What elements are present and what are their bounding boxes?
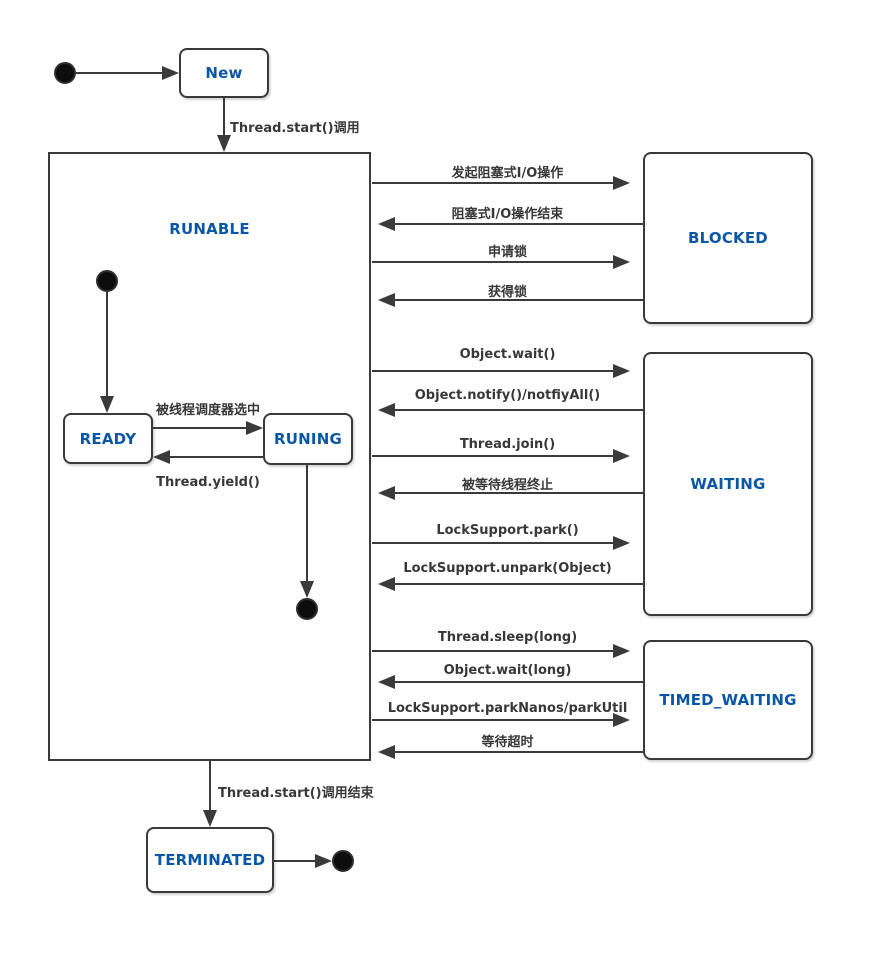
- inner-final-node-icon: [296, 598, 318, 620]
- final-node-icon: [332, 850, 354, 872]
- edge-ready-runing-line: [153, 427, 247, 429]
- edge-terminated-final-arrowhead-icon: [315, 854, 332, 868]
- edge-awaited-end-label: 被等待线程终止: [461, 478, 553, 493]
- edge-park-nanos-label: LockSupport.parkNanos/parkUtil: [387, 701, 628, 716]
- state-ready-label: READY: [79, 429, 137, 448]
- edge-runable-terminated-label: Thread.start()调用结束: [218, 786, 374, 801]
- edge-io-start-arrowhead-icon: [613, 176, 630, 190]
- state-runing-label: RUNING: [274, 430, 342, 448]
- edge-wait-line: [372, 370, 614, 372]
- state-timed-waiting-label: TIMED_WAITING: [659, 691, 797, 709]
- edge-io-end-line: [395, 223, 643, 225]
- edge-timeout-line: [395, 751, 643, 753]
- edge-io-start-label: 发起阻塞式I/O操作: [451, 166, 564, 181]
- edge-new-runable-label: Thread.start()调用: [230, 121, 360, 136]
- state-new: New: [179, 48, 269, 98]
- edge-sleep-line: [372, 650, 614, 652]
- state-new-label: New: [205, 64, 243, 82]
- edge-sleep-arrowhead-icon: [613, 644, 630, 658]
- edge-new-runable-arrowhead-icon: [217, 135, 231, 152]
- edge-runing-final-arrowhead-icon: [300, 581, 314, 598]
- edge-join-line: [372, 455, 614, 457]
- state-runable-label: RUNABLE: [169, 220, 250, 238]
- edge-wait-long-line: [395, 681, 643, 683]
- edge-notify-arrowhead-icon: [378, 403, 395, 417]
- edge-awaited-end-line: [395, 492, 643, 494]
- edge-notify-label: Object.notify()/notfiyAll(): [414, 388, 601, 403]
- edge-unpark-label: LockSupport.unpark(Object): [403, 561, 612, 576]
- edge-lock-acquire-label: 获得锁: [487, 285, 527, 300]
- state-runing: RUNING: [263, 413, 353, 465]
- edge-initial-new-line: [76, 72, 163, 74]
- edge-init-ready-line: [106, 292, 108, 396]
- edge-awaited-end-arrowhead-icon: [378, 486, 395, 500]
- edge-new-runable-line: [223, 98, 225, 136]
- edge-wait-arrowhead-icon: [613, 364, 630, 378]
- edge-wait-long-label: Object.wait(long): [443, 663, 572, 678]
- edge-unpark-line: [395, 583, 643, 585]
- edge-timeout-arrowhead-icon: [378, 745, 395, 759]
- initial-node-icon: [54, 62, 76, 84]
- edge-park-nanos-line: [372, 719, 614, 721]
- edge-io-start-line: [372, 182, 614, 184]
- edge-initial-new-arrowhead-icon: [162, 66, 179, 80]
- edge-runable-terminated-arrowhead-icon: [203, 810, 217, 827]
- edge-timeout-label: 等待超时: [481, 735, 534, 750]
- edge-park-nanos-arrowhead-icon: [613, 713, 630, 727]
- edge-wait-label: Object.wait(): [459, 347, 556, 362]
- state-terminated-label: TERMINATED: [154, 851, 266, 869]
- state-ready: READY: [63, 413, 153, 464]
- edge-lock-request-line: [372, 261, 614, 263]
- edge-terminated-final-line: [274, 860, 316, 862]
- state-blocked: BLOCKED: [643, 152, 813, 324]
- edge-lock-request-label: 申请锁: [487, 245, 527, 260]
- edge-park-arrowhead-icon: [613, 536, 630, 550]
- edge-io-end-label: 阻塞式I/O操作结束: [451, 207, 564, 222]
- edge-notify-line: [395, 409, 643, 411]
- edge-lock-acquire-line: [395, 299, 643, 301]
- edge-runing-final-line: [306, 465, 308, 581]
- state-waiting: WAITING: [643, 352, 813, 616]
- edge-ready-runing-arrowhead-icon: [246, 421, 263, 435]
- edge-runing-ready-arrowhead-icon: [153, 450, 170, 464]
- edge-sleep-label: Thread.sleep(long): [437, 630, 578, 645]
- state-runable-label-wrap: RUNABLE: [48, 219, 371, 238]
- edge-init-ready-arrowhead-icon: [100, 396, 114, 413]
- edge-wait-long-arrowhead-icon: [378, 675, 395, 689]
- edge-ready-runing-label: 被线程调度器选中: [155, 403, 260, 418]
- edge-unpark-arrowhead-icon: [378, 577, 395, 591]
- edge-runable-terminated-line: [209, 761, 211, 810]
- state-blocked-label: BLOCKED: [688, 229, 768, 247]
- edge-join-arrowhead-icon: [613, 449, 630, 463]
- state-waiting-label: WAITING: [690, 475, 766, 493]
- edge-io-end-arrowhead-icon: [378, 217, 395, 231]
- state-timed-waiting: TIMED_WAITING: [643, 640, 813, 760]
- edge-lock-request-arrowhead-icon: [613, 255, 630, 269]
- edge-runing-ready-line: [170, 456, 263, 458]
- edge-park-line: [372, 542, 614, 544]
- edge-join-label: Thread.join(): [459, 437, 556, 452]
- inner-initial-node-icon: [96, 270, 118, 292]
- edge-park-label: LockSupport.park(): [436, 523, 579, 538]
- edge-lock-acquire-arrowhead-icon: [378, 293, 395, 307]
- state-terminated: TERMINATED: [146, 827, 274, 893]
- edge-runing-ready-label: Thread.yield(): [156, 475, 260, 490]
